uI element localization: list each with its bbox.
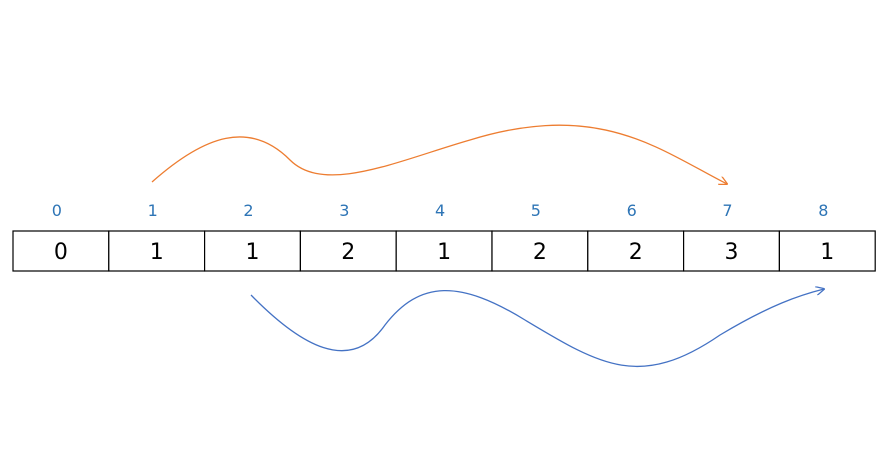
index-labels: 0 1 2 3 4 5 6 7 8 xyxy=(52,201,829,220)
array-cell-4: 1 xyxy=(395,230,493,272)
array-cell-8: 1 xyxy=(778,230,876,272)
array-cell-5: 2 xyxy=(491,230,589,272)
cell-value-8: 1 xyxy=(820,240,834,265)
blue-jump-arrow xyxy=(250,289,824,367)
array-cell-3: 2 xyxy=(299,230,397,272)
arrows-layer xyxy=(151,124,824,367)
index-label-2: 2 xyxy=(243,201,253,220)
index-label-5: 5 xyxy=(531,201,541,220)
cell-box-6 xyxy=(587,230,685,272)
cell-value-0: 0 xyxy=(54,240,68,265)
array-cell-2: 1 xyxy=(204,230,302,272)
array-cell-7: 3 xyxy=(682,230,780,272)
cell-value-5: 2 xyxy=(533,240,547,265)
array-cell-0: 0 xyxy=(12,230,110,272)
index-label-1: 1 xyxy=(148,201,158,220)
cell-box-2 xyxy=(204,230,302,272)
array-cells: 0 1 1 2 1 2 2 3 1 xyxy=(12,230,876,272)
cell-value-7: 3 xyxy=(725,240,739,265)
cell-box-8 xyxy=(778,230,876,272)
index-label-3: 3 xyxy=(339,201,349,220)
cell-value-1: 1 xyxy=(150,240,164,265)
array-cell-6: 2 xyxy=(587,230,685,272)
cell-box-7 xyxy=(682,230,780,272)
cell-box-5 xyxy=(491,230,589,272)
cell-box-0 xyxy=(12,230,110,272)
index-label-8: 8 xyxy=(818,201,828,220)
index-label-4: 4 xyxy=(435,201,445,220)
cell-value-3: 2 xyxy=(341,240,355,265)
cell-value-4: 1 xyxy=(437,240,451,265)
cell-box-1 xyxy=(108,230,206,272)
index-label-6: 6 xyxy=(627,201,637,220)
array-cell-1: 1 xyxy=(108,230,206,272)
orange-jump-arrow xyxy=(151,124,727,184)
cell-value-2: 1 xyxy=(246,240,260,265)
index-label-0: 0 xyxy=(52,201,62,220)
index-label-7: 7 xyxy=(722,201,732,220)
cell-value-6: 2 xyxy=(629,240,643,265)
cell-box-3 xyxy=(299,230,397,272)
